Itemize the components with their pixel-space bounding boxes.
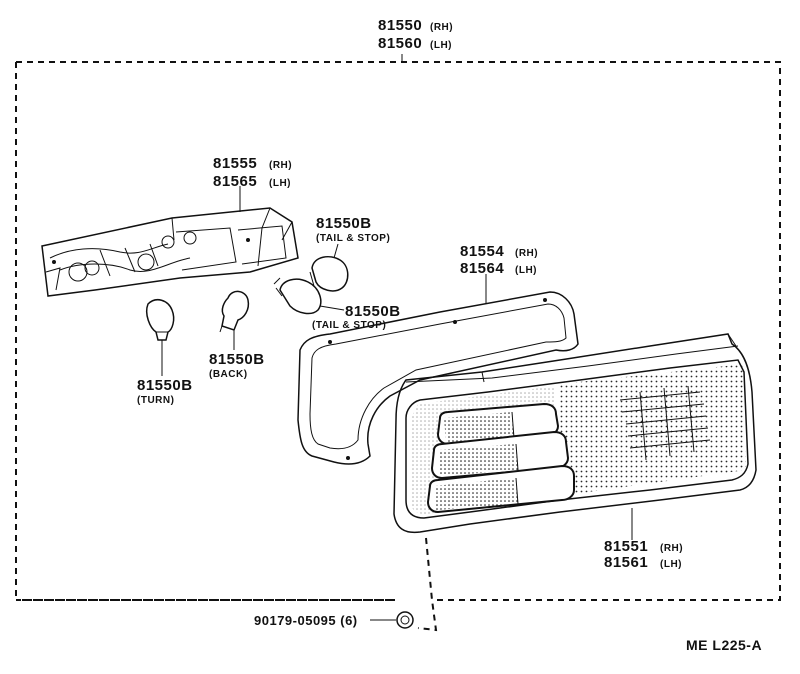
- nut-label: 90179-05095 (6): [254, 613, 358, 628]
- socket-plate-tag-lh: (LH): [269, 178, 291, 189]
- bulb-tail-stop-lower-number: 81550B: [345, 303, 401, 320]
- assembly-tag-lh: (LH): [430, 40, 452, 51]
- socket-plate-label: 81555 (RH) 81565 (LH): [213, 155, 292, 190]
- bulb-tail-stop-lower-leader: [319, 305, 345, 311]
- socket-plate-drawing: [41, 207, 299, 297]
- bulb-back: [219, 290, 250, 333]
- bulb-back-label: 81550B (BACK): [209, 351, 265, 380]
- lens-segment-lower: [426, 464, 575, 514]
- bulb-tail-stop-lower-note: (TAIL & STOP): [312, 320, 386, 331]
- bulb-tail-stop-upper-note: (TAIL & STOP): [316, 233, 390, 244]
- bulb-tail-stop-upper-number: 81550B: [316, 215, 372, 232]
- socket-plate-number-rh: 81555: [213, 155, 257, 172]
- lens-number-lh: 81561: [604, 554, 648, 571]
- lens-label: 81551 (RH) 81561 (LH): [604, 538, 683, 571]
- assembly-number-lh: 81560: [378, 35, 422, 52]
- socket-plate-tag-rh: (RH): [269, 160, 292, 171]
- lens-tag-rh: (RH): [660, 543, 683, 554]
- socket-plate-number-lh: 81565: [213, 173, 257, 190]
- lens-tag-lh: (LH): [660, 559, 682, 570]
- lens-drawing: [393, 333, 757, 534]
- gasket-tag-lh: (LH): [515, 265, 537, 276]
- gasket-label: 81554 (RH) 81564 (LH): [460, 243, 538, 277]
- bulb-tail-stop-upper-label: 81550B (TAIL & STOP): [316, 215, 390, 244]
- bulb-back-number: 81550B: [209, 351, 265, 368]
- gasket-drawing: [297, 291, 579, 465]
- bulb-turn-number: 81550B: [137, 377, 193, 394]
- assembly-number-rh: 81550: [378, 17, 422, 34]
- gasket-number-rh: 81554: [460, 243, 504, 260]
- bulb-tail-stop-upper: [309, 255, 349, 292]
- reference-code: ME L225-A: [686, 637, 762, 653]
- bulb-turn-note: (TURN): [137, 395, 174, 406]
- lens-number-rh: 81551: [604, 538, 648, 555]
- bulb-tail-stop-lower: [273, 277, 322, 315]
- nut-leader-dashed: [417, 537, 438, 632]
- assembly-label: 81550 (RH) 81560 (LH): [378, 17, 453, 52]
- nut-drawing: [396, 611, 414, 629]
- assembly-tag-rh: (RH): [430, 22, 453, 33]
- gasket-number-lh: 81564: [460, 260, 504, 277]
- bulb-tail-stop-lower-label: 81550B (TAIL & STOP): [312, 303, 401, 331]
- bulb-back-note: (BACK): [209, 369, 248, 380]
- bulb-turn-label: 81550B (TURN): [137, 377, 193, 406]
- bulb-turn: [145, 299, 175, 341]
- lens-segment-middle: [430, 430, 570, 480]
- bulb-tail-stop-upper-leader: [333, 243, 339, 259]
- gasket-tag-rh: (RH): [515, 248, 538, 259]
- assembly-boundary: [15, 61, 781, 601]
